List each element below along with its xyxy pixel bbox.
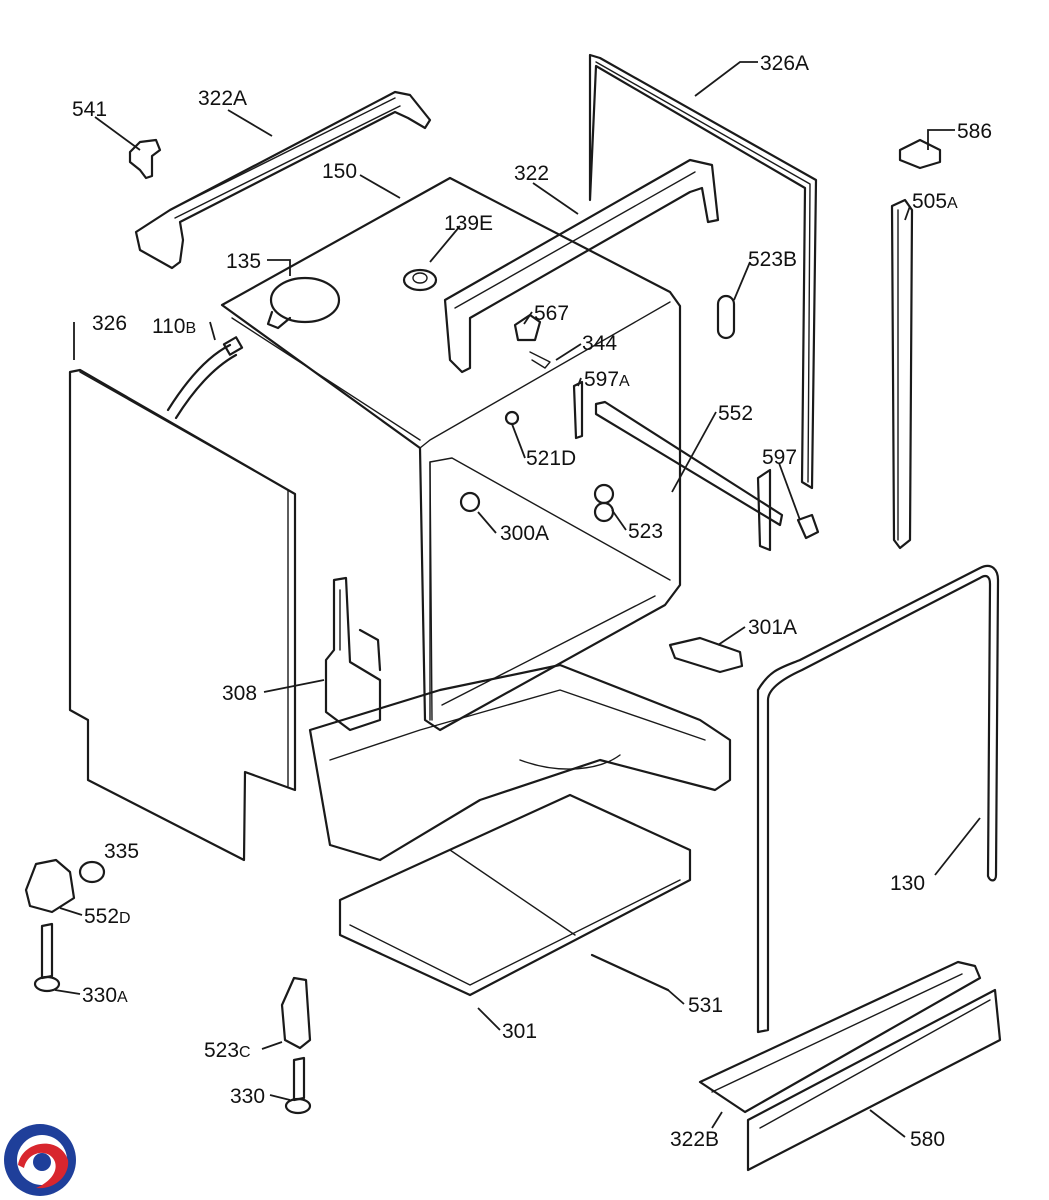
label-580: 580 bbox=[910, 1128, 945, 1151]
label-330A-number: 330 bbox=[82, 984, 117, 1007]
part-344-spring bbox=[529, 351, 551, 369]
label-531: 531 bbox=[688, 994, 723, 1017]
part-523B-bracket bbox=[716, 294, 736, 340]
logo-swirl bbox=[18, 1143, 69, 1189]
part-330-screw bbox=[284, 1056, 312, 1115]
label-523C-suffix: C bbox=[239, 1044, 251, 1061]
part-586-clip bbox=[898, 138, 942, 170]
part-326A-side-panel bbox=[588, 53, 818, 490]
part-322-top-rail bbox=[443, 158, 720, 374]
part-567-clip bbox=[513, 313, 542, 342]
label-597: 597 bbox=[762, 446, 797, 469]
part-322A-top-trim bbox=[134, 90, 432, 270]
part-523-roller bbox=[593, 483, 615, 523]
label-552D-number: 552 bbox=[84, 905, 119, 928]
label-597A-number: 597 bbox=[584, 368, 619, 391]
part-335-nut bbox=[78, 860, 106, 884]
part-322B-front-rail bbox=[698, 960, 982, 1114]
part-580-kick-panel bbox=[746, 988, 1002, 1172]
part-308-hinge-assembly bbox=[324, 576, 382, 732]
part-505A-strip bbox=[890, 198, 914, 550]
label-322A: 322A bbox=[198, 87, 247, 110]
label-335: 335 bbox=[104, 840, 139, 863]
leader-lines bbox=[54, 61, 981, 1138]
logo-core bbox=[33, 1153, 51, 1171]
part-301-base-plate bbox=[338, 793, 692, 997]
part-597A-guide bbox=[572, 380, 584, 440]
part-110B-hose bbox=[166, 336, 244, 420]
label-523: 523 bbox=[628, 520, 663, 543]
label-326A: 326A bbox=[760, 52, 809, 75]
label-344: 344 bbox=[582, 332, 617, 355]
part-541-clip bbox=[128, 138, 162, 180]
part-552D-bracket bbox=[24, 858, 76, 914]
part-330A-screw bbox=[33, 922, 61, 993]
label-505A-number: 505 bbox=[912, 190, 947, 213]
label-326: 326 bbox=[92, 312, 127, 335]
part-552-rail bbox=[594, 400, 784, 552]
label-139E: 139E bbox=[444, 212, 493, 235]
label-308: 308 bbox=[222, 682, 257, 705]
part-base-frame bbox=[308, 663, 732, 862]
part-521D-plug bbox=[504, 410, 520, 426]
label-523C: 523C bbox=[204, 1039, 251, 1062]
label-150: 150 bbox=[322, 160, 357, 183]
part-300A-nut bbox=[459, 491, 481, 513]
label-552D: 552D bbox=[84, 905, 131, 928]
label-505A-suffix: A bbox=[947, 195, 958, 212]
label-597A-suffix: A bbox=[619, 373, 630, 390]
part-531-rod bbox=[590, 953, 670, 992]
label-301: 301 bbox=[502, 1020, 537, 1043]
label-135: 135 bbox=[226, 250, 261, 273]
label-330A: 330A bbox=[82, 984, 128, 1007]
label-330A-suffix: A bbox=[117, 989, 128, 1006]
label-541: 541 bbox=[72, 98, 107, 121]
part-130-door-seal bbox=[756, 564, 1000, 1034]
label-567: 567 bbox=[534, 302, 569, 325]
label-597A: 597A bbox=[584, 368, 630, 391]
label-300A: 300A bbox=[500, 522, 549, 545]
label-322B: 322B bbox=[670, 1128, 719, 1151]
part-326-side-panel bbox=[68, 368, 297, 862]
label-110B-number: 110 bbox=[152, 315, 185, 338]
label-322: 322 bbox=[514, 162, 549, 185]
part-597-clip bbox=[796, 513, 820, 540]
label-130: 130 bbox=[890, 872, 925, 895]
brand-logo bbox=[4, 1124, 76, 1196]
label-523B: 523B bbox=[748, 248, 797, 271]
part-523C-bracket bbox=[280, 976, 312, 1050]
part-301A-handle bbox=[668, 636, 744, 674]
part-labels: 541 322A 326A 586 150 322 139E 505A 135 … bbox=[72, 52, 992, 1151]
label-552: 552 bbox=[718, 402, 753, 425]
label-505A: 505A bbox=[912, 190, 958, 213]
part-139E-fitting bbox=[402, 268, 438, 292]
part-135-dispenser bbox=[266, 276, 341, 330]
label-552D-suffix: D bbox=[119, 910, 131, 927]
label-110B-suffix: B bbox=[185, 320, 196, 337]
label-301A: 301A bbox=[748, 616, 797, 639]
label-586: 586 bbox=[957, 120, 992, 143]
label-523C-number: 523 bbox=[204, 1039, 239, 1062]
label-521D: 521D bbox=[526, 447, 576, 470]
label-110B: 110B bbox=[152, 315, 196, 338]
label-330: 330 bbox=[230, 1085, 265, 1108]
